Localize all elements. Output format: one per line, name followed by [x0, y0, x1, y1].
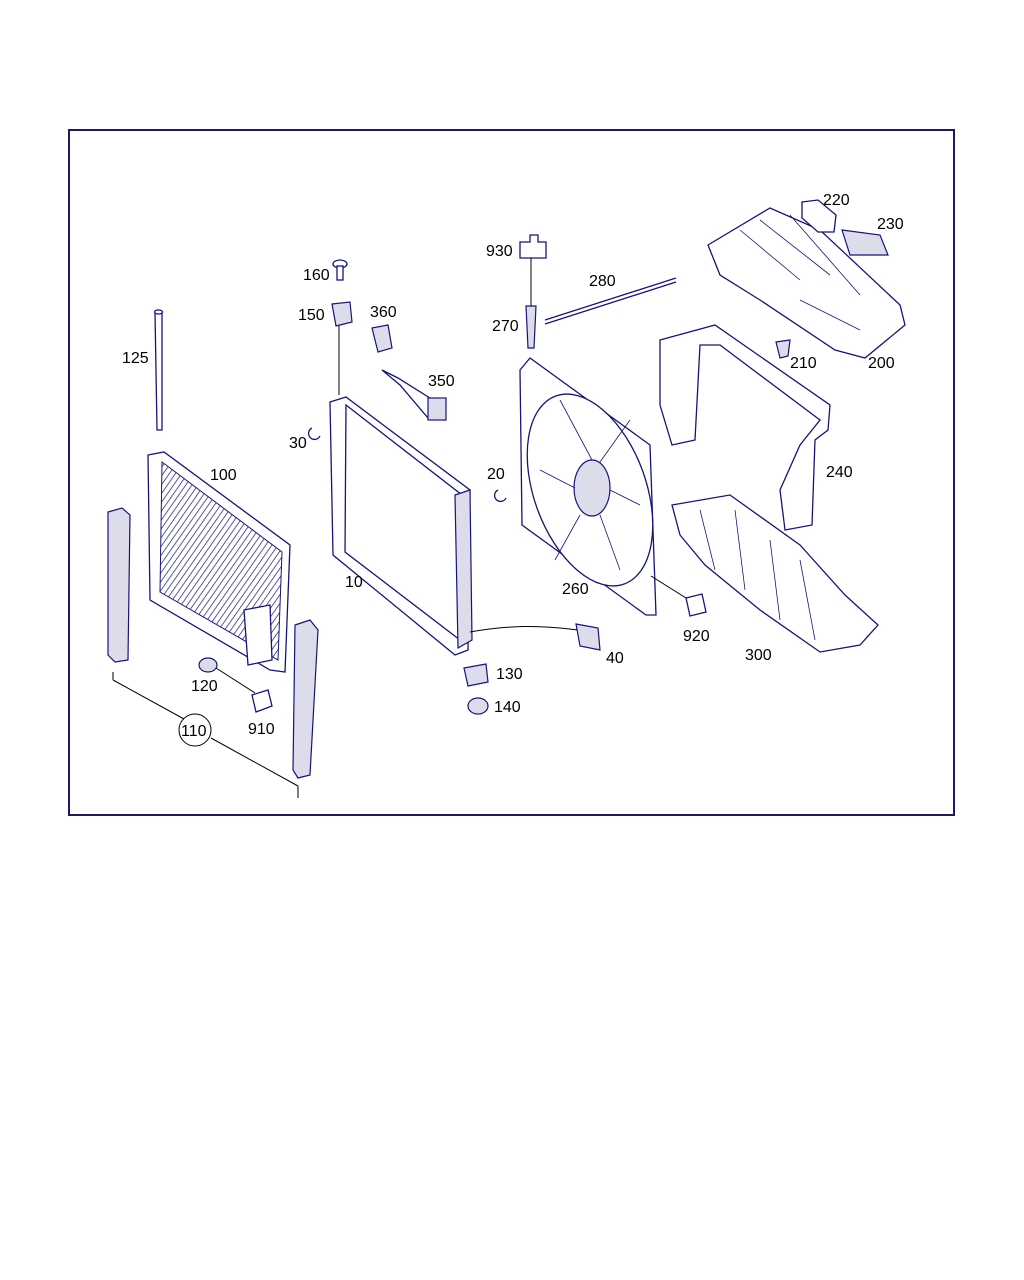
part-360-clip [371, 324, 393, 353]
part-100-condenser [147, 451, 291, 673]
part-270-sensor [525, 305, 537, 349]
callout-20: 20 [487, 466, 505, 483]
callout-280: 280 [589, 273, 616, 290]
leader-110 [112, 672, 299, 798]
part-160-bolt [332, 259, 348, 281]
callout-160: 160 [303, 267, 330, 284]
callout-40: 40 [606, 650, 624, 667]
part-140-cap [467, 697, 489, 715]
part-210-clip [775, 339, 791, 359]
callout-910: 910 [248, 721, 275, 738]
part-350-sensor [381, 369, 447, 421]
part-920-label [685, 593, 707, 617]
part-200-cover [707, 207, 906, 359]
callout-labels: 10 20 30 40 100 110 120 125 130 140 150 … [122, 192, 904, 740]
part-150-mount [331, 301, 353, 395]
callout-210: 210 [790, 355, 817, 372]
part-20-clip [494, 489, 507, 502]
callout-200: 200 [868, 355, 895, 372]
part-930-clip [519, 234, 547, 308]
part-910-label [251, 689, 273, 713]
callout-120: 120 [191, 678, 218, 695]
part-120-plug [198, 657, 256, 694]
callout-150: 150 [298, 307, 325, 324]
part-240-frame [659, 324, 831, 531]
part-260-fan-shroud [519, 357, 657, 616]
callout-130: 130 [496, 666, 523, 683]
callout-350: 350 [428, 373, 455, 390]
part-280-rod [544, 277, 677, 325]
callout-10: 10 [345, 574, 363, 591]
part-130-cap [463, 663, 489, 687]
callout-125: 125 [122, 350, 149, 367]
callout-360: 360 [370, 304, 397, 321]
callout-110: 110 [181, 723, 207, 740]
callout-920: 920 [683, 628, 710, 645]
callout-100: 100 [210, 467, 237, 484]
part-125-rod [153, 309, 164, 431]
callout-30: 30 [289, 435, 307, 452]
callout-220: 220 [823, 192, 850, 209]
part-10-radiator [329, 396, 473, 656]
callout-930: 930 [486, 243, 513, 260]
callout-300: 300 [745, 647, 772, 664]
callout-240: 240 [826, 464, 853, 481]
part-30-clip [308, 427, 321, 440]
callout-230: 230 [877, 216, 904, 233]
part-230-pad [841, 229, 889, 256]
part-40-hose [469, 623, 601, 651]
part-220-cover [801, 199, 837, 233]
callout-270: 270 [492, 318, 519, 335]
callout-260: 260 [562, 581, 589, 598]
part-110-brackets [107, 507, 319, 779]
callout-140: 140 [494, 699, 521, 716]
part-300-duct [671, 494, 879, 653]
